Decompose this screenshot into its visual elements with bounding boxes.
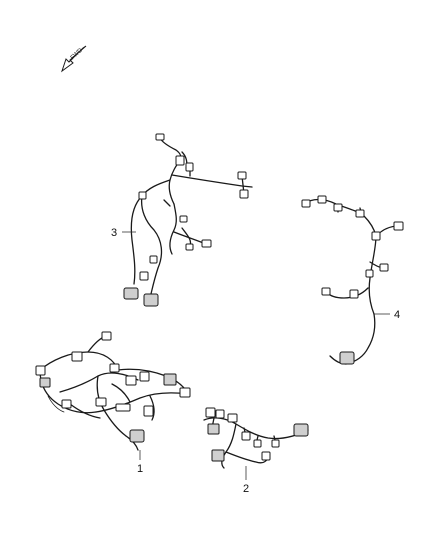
callout-4-label: 4 [394,309,400,321]
callout-4: 4 [374,309,400,321]
forward-arrow-icon: FWD [61,45,87,73]
callout-2: 2 [243,466,249,495]
callout-3-label: 3 [111,227,117,239]
callout-2-label: 2 [243,483,249,495]
callout-1: 1 [137,450,143,475]
harness-2 [203,407,309,469]
harness-1 [35,331,191,451]
callout-3: 3 [111,227,136,239]
harness-3 [123,133,253,307]
harness-4 [301,195,404,365]
callout-1-label: 1 [137,463,143,475]
